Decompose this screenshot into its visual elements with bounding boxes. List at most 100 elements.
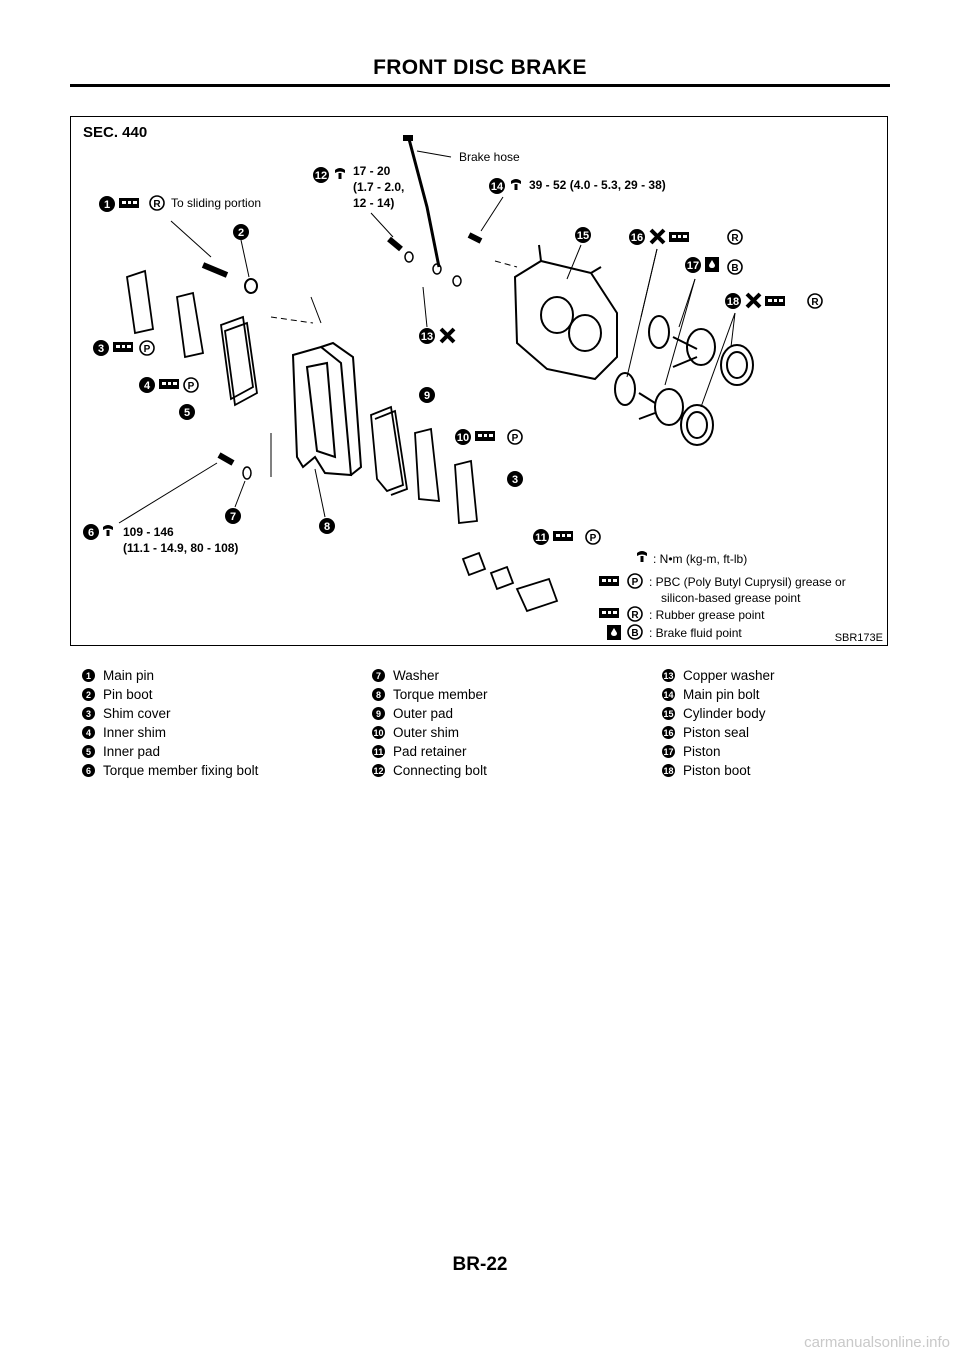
page-number: BR-22 <box>452 1254 508 1275</box>
callout-6: 6 109 - 146 (11.1 - 14.9, 80 - 108) <box>83 524 238 555</box>
section-label: SEC. 440 <box>83 124 147 141</box>
legend-item: 11 Pad retainer <box>372 742 488 761</box>
svg-text:: Rubber grease point: : Rubber grease point <box>649 608 765 622</box>
legend-label: Inner shim <box>103 725 167 740</box>
callout-17: 17 B <box>664 257 743 386</box>
legend-item: 16 Piston seal <box>662 723 775 742</box>
pin-boot <box>244 278 258 294</box>
svg-text:17: 17 <box>687 260 699 272</box>
legend-label: Piston boot <box>683 763 751 778</box>
svg-text:18: 18 <box>727 296 739 308</box>
callout-18: 18 R <box>700 292 823 408</box>
legend-label: Torque member <box>393 687 488 702</box>
legend-item: 10 Outer shim <box>372 723 488 742</box>
legend-number: 8 <box>372 688 385 701</box>
svg-text:silicon-based grease point: silicon-based grease point <box>661 591 801 605</box>
legend-number: 16 <box>662 726 675 739</box>
rubber-grease-icon <box>149 195 165 211</box>
legend-label: Piston <box>683 744 721 759</box>
main-pin <box>201 262 229 278</box>
svg-text:R: R <box>811 297 819 308</box>
svg-text:: N•m (kg-m, ft-lb): : N•m (kg-m, ft-lb) <box>653 552 747 566</box>
legend-label: Connecting bolt <box>393 763 487 778</box>
svg-text:P: P <box>590 533 597 544</box>
svg-text:12: 12 <box>315 170 327 182</box>
watermark[interactable]: carmanualsonline.info <box>804 1334 950 1351</box>
legend-label: Main pin <box>103 668 155 683</box>
legend-number: 15 <box>662 707 675 720</box>
legend-column-2: 7 Washer 8 Torque member 9 Outer pad 10 Oute… <box>372 666 488 780</box>
callout-10: 10 <box>457 432 469 444</box>
inner-pad-group <box>126 269 258 407</box>
svg-text:P: P <box>512 433 519 444</box>
callout-1-note: To sliding portion <box>171 196 261 210</box>
callout-14: 14 39 - 52 (4.0 - 5.3, 29 - 38) <box>480 178 666 232</box>
callout-number-1: 1 <box>104 199 110 211</box>
callout-12: 12 17 - 20 (1.7 - 2.0, 12 - 14) <box>313 164 404 238</box>
grease-applicator-icon <box>119 198 139 208</box>
callout-11: 11 <box>535 532 547 544</box>
legend-label: Piston seal <box>683 725 750 740</box>
svg-text:R: R <box>731 233 739 244</box>
legend-item: 8 Torque member <box>372 685 488 704</box>
callout-8: 8 <box>324 521 330 533</box>
legend-item: 7 Washer <box>372 666 488 685</box>
legend-label: Washer <box>393 668 440 683</box>
callout-1: 1 R To sliding portion <box>99 195 261 258</box>
legend-label: Main pin bolt <box>683 687 760 702</box>
callout-7: 7 <box>230 511 236 523</box>
outer-pad-group <box>370 405 478 524</box>
pad-retainer <box>461 551 559 613</box>
legend-number: 12 <box>372 764 385 777</box>
legend-number: 13 <box>662 669 675 682</box>
cylinder-body <box>513 244 618 381</box>
svg-text:6: 6 <box>88 527 94 539</box>
title-rule <box>70 84 890 87</box>
legend-number: 7 <box>372 669 385 682</box>
legend-number: 3 <box>82 707 95 720</box>
legend-number: 9 <box>372 707 385 720</box>
symbol-key: : N•m (kg-m, ft-lb) P : PBC (Poly Butyl … <box>599 550 846 640</box>
svg-text:109 - 146: 109 - 146 <box>123 525 174 539</box>
legend-label: Outer pad <box>393 706 454 721</box>
legend-label: Outer shim <box>393 725 460 740</box>
callout-3b: 3 <box>512 474 518 486</box>
piston-assembly <box>614 315 754 446</box>
svg-text:(1.7 - 2.0,: (1.7 - 2.0, <box>353 180 404 194</box>
legend-number: 5 <box>82 745 95 758</box>
legend-number: 14 <box>662 688 675 701</box>
legend-number: 11 <box>372 745 385 758</box>
legend-item: 12 Connecting bolt <box>372 761 488 780</box>
legend-number: 4 <box>82 726 95 739</box>
legend-number: 10 <box>372 726 385 739</box>
legend-label: Pad retainer <box>393 744 467 759</box>
figure-id: SBR173E <box>835 632 883 644</box>
svg-text:B: B <box>631 628 638 639</box>
svg-text:14: 14 <box>491 181 504 193</box>
torque-wrench-icon <box>333 167 347 180</box>
svg-text:P: P <box>632 577 639 588</box>
legend-label: Torque member fixing bolt <box>103 763 259 778</box>
legend-item: 4 Inner shim <box>82 723 258 742</box>
svg-text:16: 16 <box>631 232 643 244</box>
callout-16: 16 R <box>626 228 743 378</box>
svg-text:B: B <box>731 263 738 274</box>
legend-item: 3 Shim cover <box>82 704 258 723</box>
svg-text:P: P <box>144 344 151 355</box>
svg-text:12 - 14): 12 - 14) <box>353 196 394 210</box>
legend-label: Cylinder body <box>683 706 766 721</box>
brake-hose <box>407 138 441 268</box>
replace-part-icon <box>439 327 456 344</box>
legend-label: Shim cover <box>103 706 171 721</box>
callout-15: 15 <box>577 230 589 242</box>
svg-text:: Brake fluid point: : Brake fluid point <box>649 626 742 640</box>
callout-4: 4 <box>144 380 151 392</box>
